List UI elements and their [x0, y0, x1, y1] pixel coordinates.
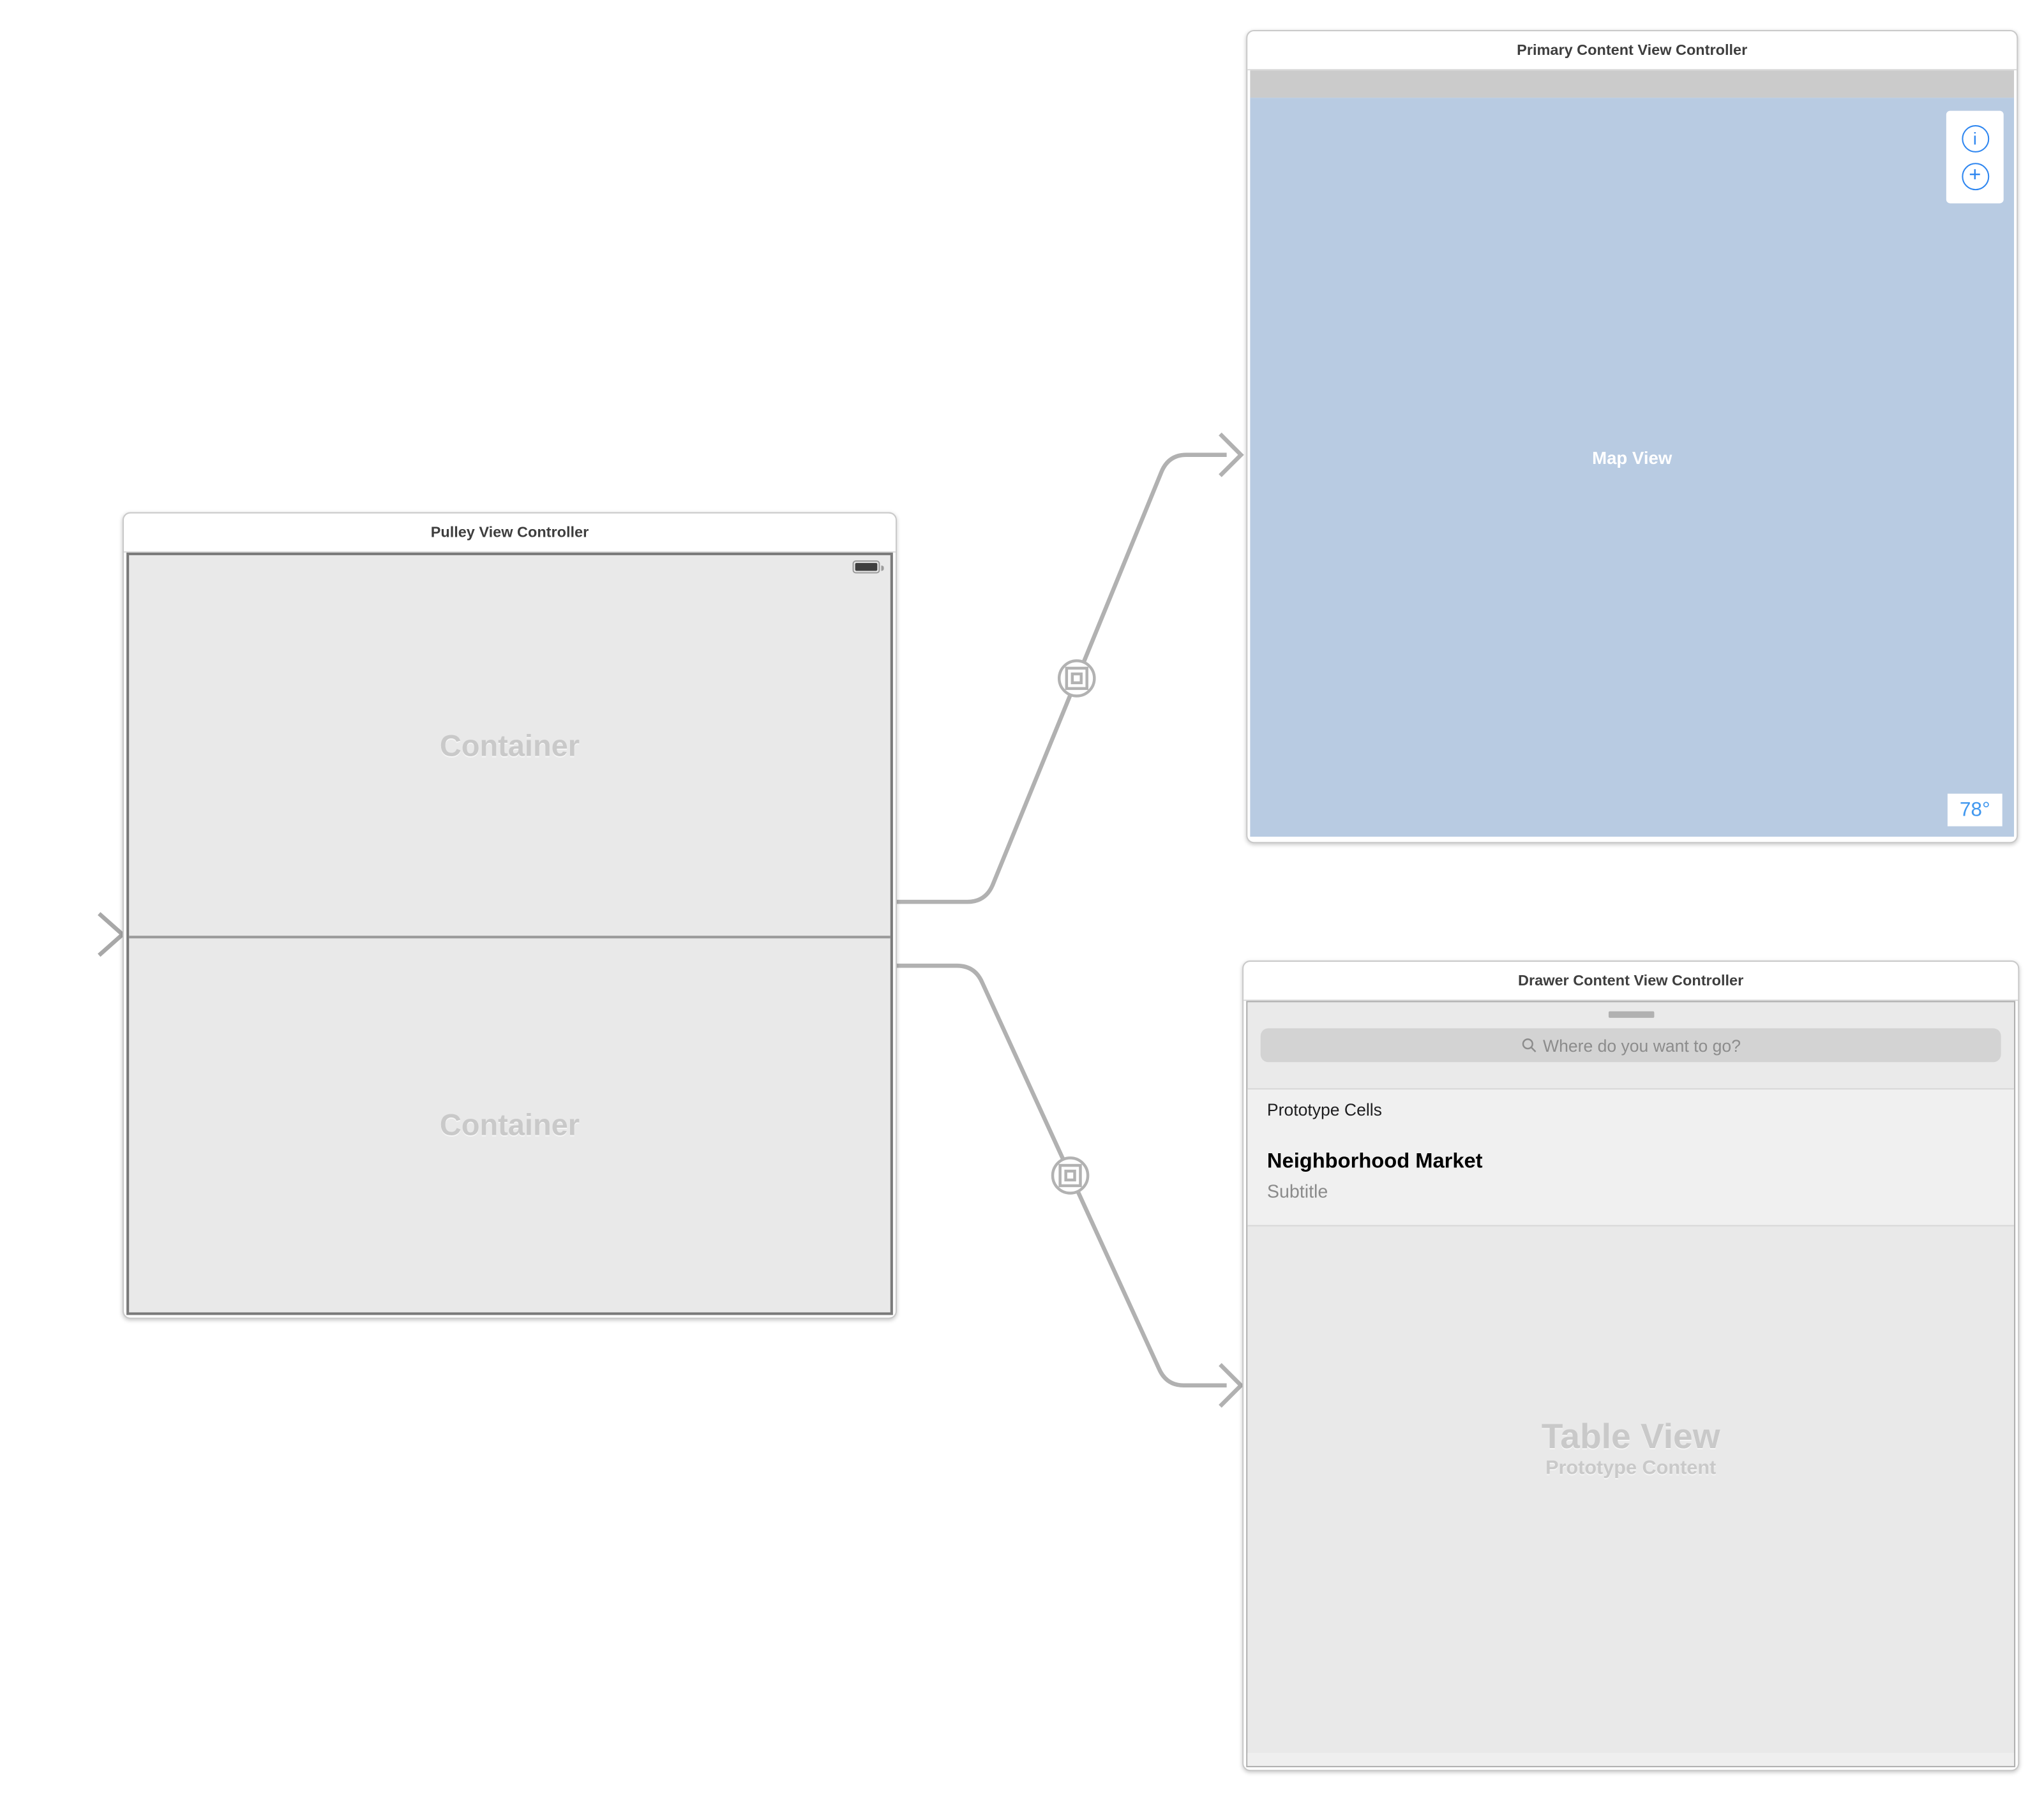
scene-title-label: Primary Content View Controller: [1517, 42, 1748, 58]
battery-fill: [855, 563, 878, 571]
temperature-badge[interactable]: 78°: [1947, 793, 2003, 826]
search-icon: [1521, 1038, 1536, 1052]
scene-title-drawer[interactable]: Drawer Content View Controller: [1244, 962, 2018, 1001]
info-icon: i: [1973, 128, 1977, 148]
battery-icon: [852, 560, 883, 574]
primary-container-view[interactable]: Container: [129, 555, 890, 936]
battery-nub: [880, 565, 883, 571]
drawer-grabber[interactable]: [1607, 1011, 1654, 1018]
search-placeholder: Where do you want to go?: [1543, 1035, 1741, 1056]
container-divider: [129, 936, 890, 939]
scene-title-primary[interactable]: Primary Content View Controller: [1247, 31, 2017, 71]
simulated-status-bar: [1250, 70, 2015, 98]
pulley-root-view[interactable]: Container Container: [126, 552, 893, 1315]
scene-pulley-view-controller[interactable]: Pulley View Controller Container Contain…: [122, 512, 897, 1319]
entry-point-arrow[interactable]: [3, 912, 126, 957]
prototype-cells-label: Prototype Cells: [1266, 1100, 1382, 1120]
scene-primary-content-view-controller[interactable]: Primary Content View Controller Map View…: [1246, 29, 2018, 844]
add-button[interactable]: +: [1961, 162, 1989, 190]
prototype-cells-section: Prototype Cells Neighborhood Market Subt…: [1247, 1088, 2015, 1227]
container-label: Container: [439, 728, 580, 762]
table-view-label: Table View: [1541, 1416, 1720, 1456]
drawer-container-view[interactable]: Container: [129, 938, 890, 1312]
cell-subtitle: Subtitle: [1266, 1181, 1328, 1202]
table-footer-strip: [1247, 1752, 2015, 1767]
drawer-root-view[interactable]: Where do you want to go? Prototype Cells…: [1246, 1001, 2016, 1768]
map-view[interactable]: Map View i + 78°: [1250, 98, 2015, 837]
embed-segue-icon-drawer[interactable]: [1051, 1156, 1090, 1195]
scene-title-label: Pulley View Controller: [430, 524, 589, 541]
search-bar[interactable]: Where do you want to go?: [1260, 1028, 2001, 1063]
table-view[interactable]: Table View Prototype Content: [1247, 1226, 2015, 1767]
info-button[interactable]: i: [1961, 124, 1989, 152]
cell-title[interactable]: Neighborhood Market: [1266, 1151, 1483, 1173]
scene-title-label: Drawer Content View Controller: [1518, 973, 1744, 989]
scene-title-pulley[interactable]: Pulley View Controller: [123, 513, 896, 553]
temperature-label: 78°: [1959, 798, 1990, 821]
map-view-label: Map View: [1592, 448, 1672, 468]
container-label: Container: [439, 1107, 580, 1142]
scene-drawer-content-view-controller[interactable]: Drawer Content View Controller Where do …: [1242, 960, 2020, 1772]
map-buttons-panel: i +: [1946, 110, 2004, 204]
table-view-sublabel: Prototype Content: [1545, 1457, 1717, 1479]
plus-icon: +: [1969, 163, 1981, 186]
embed-segue-icon-primary[interactable]: [1057, 659, 1096, 698]
